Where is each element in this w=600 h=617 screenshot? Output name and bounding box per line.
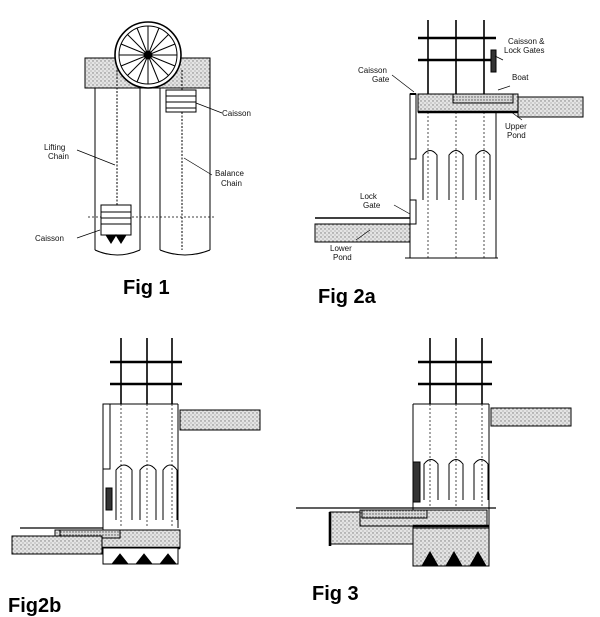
fig2b bbox=[11, 338, 261, 565]
fig2a-label-upper-pond-line1: Upper bbox=[505, 122, 527, 131]
fig1-label-balance-chain-line1: Balance bbox=[215, 169, 244, 178]
fig2a-label-upper-pond-line2: Pond bbox=[507, 131, 526, 140]
fig2b-caption: Fig2b bbox=[8, 595, 61, 617]
fig1-wheel-icon bbox=[114, 21, 182, 89]
fig3 bbox=[296, 338, 572, 567]
fig1-caption: Fig 1 bbox=[123, 277, 170, 299]
fig1-label-lifting-chain-line1: Lifting bbox=[44, 143, 65, 152]
fig2a-lower-pond bbox=[314, 223, 411, 243]
fig2a-label-lower-pond-line2: Pond bbox=[333, 253, 352, 262]
fig2a-label-lower-pond-line1: Lower bbox=[330, 244, 352, 253]
fig1-label-lifting-chain-line2: Chain bbox=[48, 152, 69, 161]
fig2a-label-lock-gate-line2: Gate bbox=[363, 201, 381, 210]
fig2a-label-lock-gate-line1: Lock bbox=[360, 192, 378, 201]
fig1-caisson-lower bbox=[100, 204, 132, 236]
fig2b-upper-pond bbox=[179, 409, 261, 431]
fig2a-label-caisson-lock-gates-line2: Lock Gates bbox=[504, 46, 544, 55]
fig1-caisson-upper bbox=[165, 89, 197, 113]
fig2a-label-boat: Boat bbox=[512, 73, 529, 82]
fig2a bbox=[314, 20, 584, 259]
fig1-label-caisson-left: Caisson bbox=[35, 234, 64, 243]
fig1-label-caisson-right: Caisson bbox=[222, 109, 251, 118]
fig3-caption: Fig 3 bbox=[312, 583, 359, 605]
fig3-upper-pond bbox=[490, 407, 572, 427]
fig2a-upper-pond bbox=[517, 96, 584, 118]
fig1-label-balance-chain-line2: Chain bbox=[221, 179, 242, 188]
fig2a-boat bbox=[452, 93, 514, 104]
fig2a-label-caisson-lock-gates-line1: Caisson & bbox=[508, 37, 545, 46]
fig2a-label-caisson-gate-line1: Caisson bbox=[358, 66, 387, 75]
fig3-boat bbox=[361, 509, 428, 519]
fig2a-caption: Fig 2a bbox=[318, 286, 377, 308]
fig2a-label-caisson-gate-line2: Gate bbox=[372, 75, 390, 84]
fig1 bbox=[76, 21, 223, 256]
fig2b-lower-pond bbox=[11, 535, 103, 555]
